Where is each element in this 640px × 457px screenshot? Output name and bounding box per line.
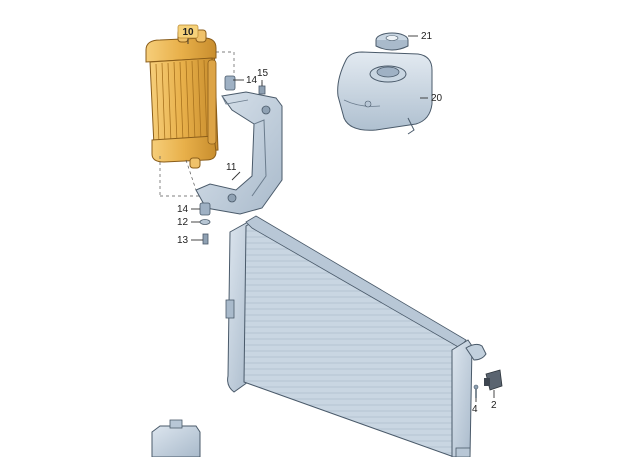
callout-label-21: 21 xyxy=(421,31,433,42)
callout-label-12: 12 xyxy=(177,217,189,228)
callout-label-10: 10 xyxy=(182,27,194,38)
callout-label-14-upper: 14 xyxy=(246,75,258,86)
leader-lines xyxy=(187,35,495,402)
callout-10: 10 xyxy=(177,24,199,39)
callout-label-13: 13 xyxy=(177,235,189,246)
callout-label-2: 2 xyxy=(491,400,497,411)
leader-dashes xyxy=(159,51,235,197)
bottle-icon xyxy=(151,419,201,457)
radiator-icon xyxy=(225,215,487,457)
clip-icon xyxy=(473,384,479,398)
expansion-tank-icon xyxy=(337,51,433,135)
callout-label-11: 11 xyxy=(226,162,237,173)
temperature-sensor-icon xyxy=(484,369,503,391)
rubber-mount-upper xyxy=(224,75,236,91)
tank-cap-icon xyxy=(375,32,409,51)
callout-label-4: 4 xyxy=(472,404,478,415)
auxiliary-radiator-icon xyxy=(145,29,219,169)
callout-label-15: 15 xyxy=(257,68,269,79)
callout-label-20: 20 xyxy=(431,93,443,104)
callout-label-14-lower: 14 xyxy=(177,204,189,215)
lower-fasteners xyxy=(199,202,211,245)
